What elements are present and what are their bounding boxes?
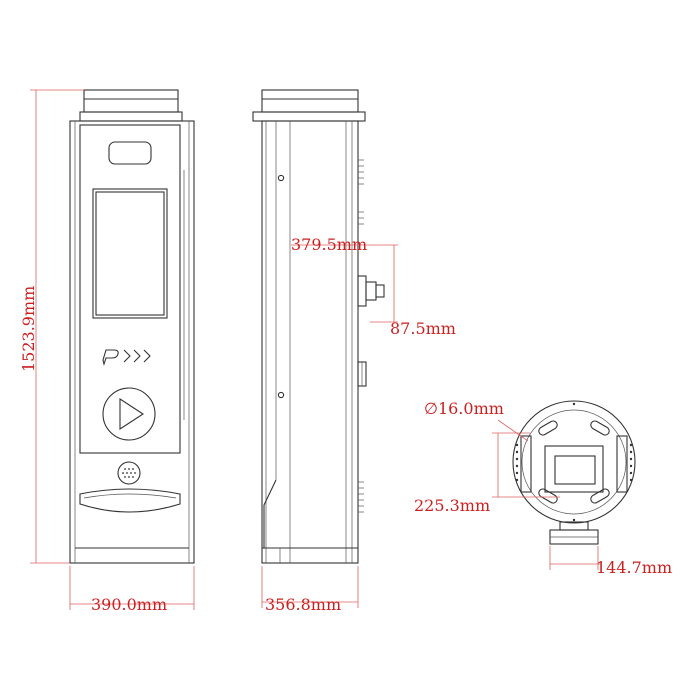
left-lug [520, 435, 532, 493]
ticket-slot-bezel [79, 488, 181, 513]
side-housing [261, 120, 359, 564]
front-housing [69, 120, 195, 564]
play-button [102, 387, 156, 441]
rear-vents [358, 159, 364, 513]
side-top-cap-collar [252, 111, 366, 122]
side-screw-upper [277, 174, 285, 182]
dim-base-width: 144.7mm [596, 558, 672, 577]
play-icon [119, 397, 145, 431]
dim-side-depth: 356.8mm [265, 595, 341, 614]
dim-front-width: 390.0mm [91, 595, 167, 614]
side-top-cap-plate [261, 89, 359, 113]
dim-bolt-diameter: ∅16.0mm [424, 399, 504, 418]
dim-front-height: 1523.9mm [19, 286, 38, 372]
base-flange-outer [512, 400, 636, 524]
cable-opening-inner [554, 455, 596, 485]
display-screen-outer [92, 188, 168, 319]
base-view [512, 400, 636, 545]
dim-bolt-spacing: 225.3mm [414, 496, 490, 515]
front-face-panel [79, 124, 181, 454]
right-lug [616, 435, 628, 493]
cable-opening-outer [544, 445, 604, 493]
side-screw-lower [277, 391, 285, 399]
base-dimensions: ∅16.0mm 225.3mm 144.7mm [414, 399, 672, 577]
front-view [69, 89, 195, 564]
flange-holes [515, 402, 633, 522]
front-top-cap-collar [79, 111, 183, 122]
camera-window [108, 141, 152, 165]
rear-latch [357, 361, 367, 387]
dim-side-lower: 87.5mm [390, 319, 456, 338]
front-top-cap-plate [83, 89, 179, 113]
side-view [252, 89, 385, 564]
side-dimensions: 379.5mm 87.5mm 356.8mm [261, 235, 456, 614]
parking-logo [102, 349, 151, 366]
display-screen-inner [95, 191, 165, 316]
dim-side-upper: 379.5mm [291, 235, 367, 254]
rear-connector [357, 275, 385, 307]
front-dimensions: 1523.9mm 390.0mm [19, 89, 195, 614]
speaker-grille [117, 461, 141, 485]
